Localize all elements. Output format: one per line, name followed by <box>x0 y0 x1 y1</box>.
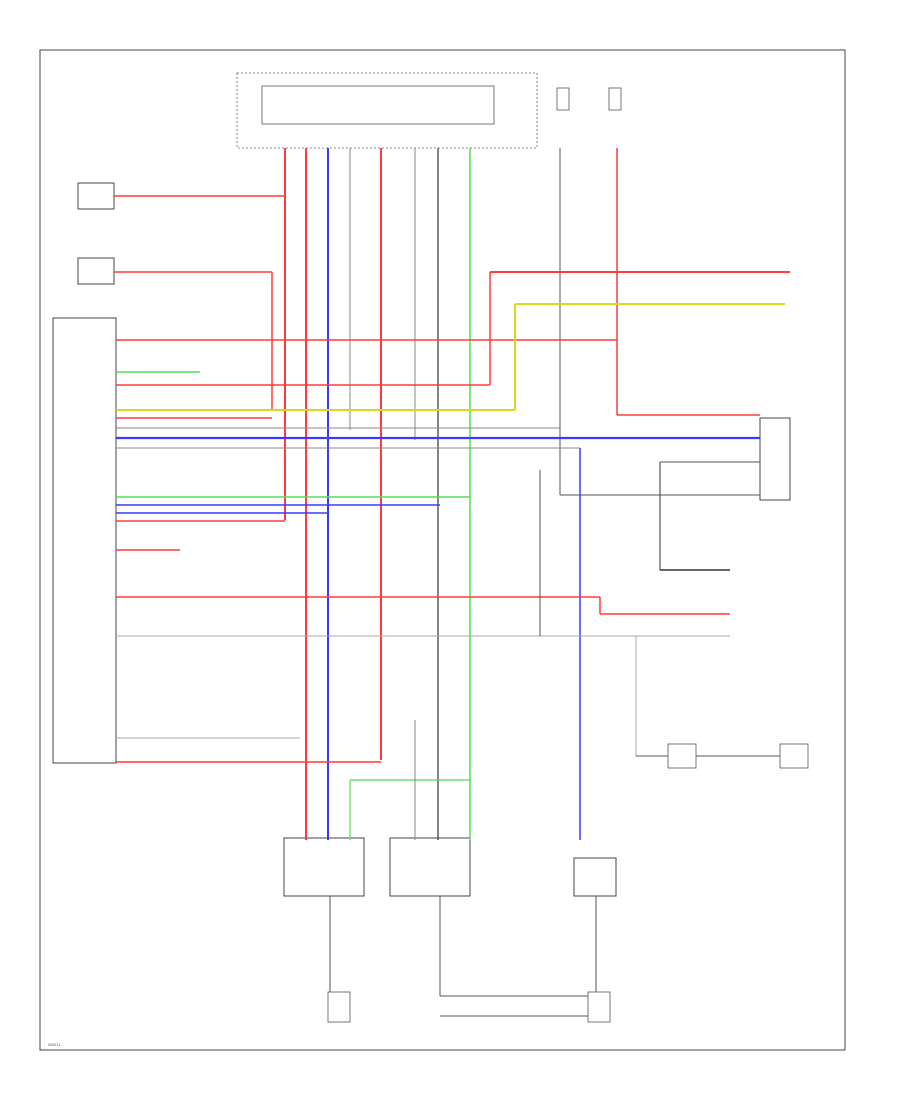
connector-lower-1 <box>667 743 697 769</box>
switch-small <box>573 857 617 897</box>
switch-right <box>283 837 365 897</box>
fuse-2 <box>608 87 622 111</box>
ground-left <box>327 991 351 1023</box>
junction-block-connector <box>261 85 495 125</box>
ground-right <box>587 991 611 1023</box>
component-mid-left <box>77 257 115 285</box>
junction-block <box>236 72 538 149</box>
connector-lower-2 <box>779 743 809 769</box>
control-module <box>52 317 117 764</box>
right-connector <box>759 417 791 501</box>
figure-id: W0011 <box>48 1042 61 1047</box>
switch-left <box>389 837 471 897</box>
diagram-border <box>39 49 846 1051</box>
fuse-1 <box>556 87 570 111</box>
component-top-left <box>77 182 115 210</box>
wires <box>114 148 790 1017</box>
